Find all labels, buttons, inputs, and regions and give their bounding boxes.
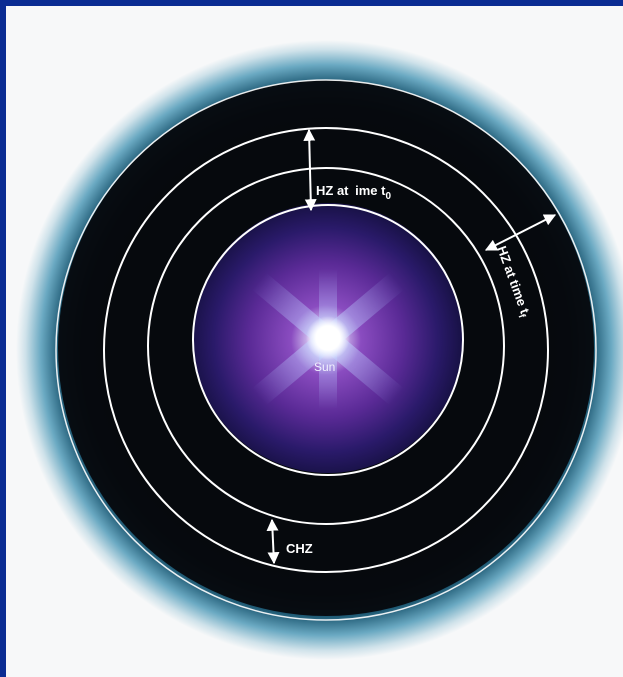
label-sun: Sun	[314, 360, 335, 374]
sun-disk	[318, 328, 338, 348]
label-chz: CHZ	[286, 541, 313, 556]
